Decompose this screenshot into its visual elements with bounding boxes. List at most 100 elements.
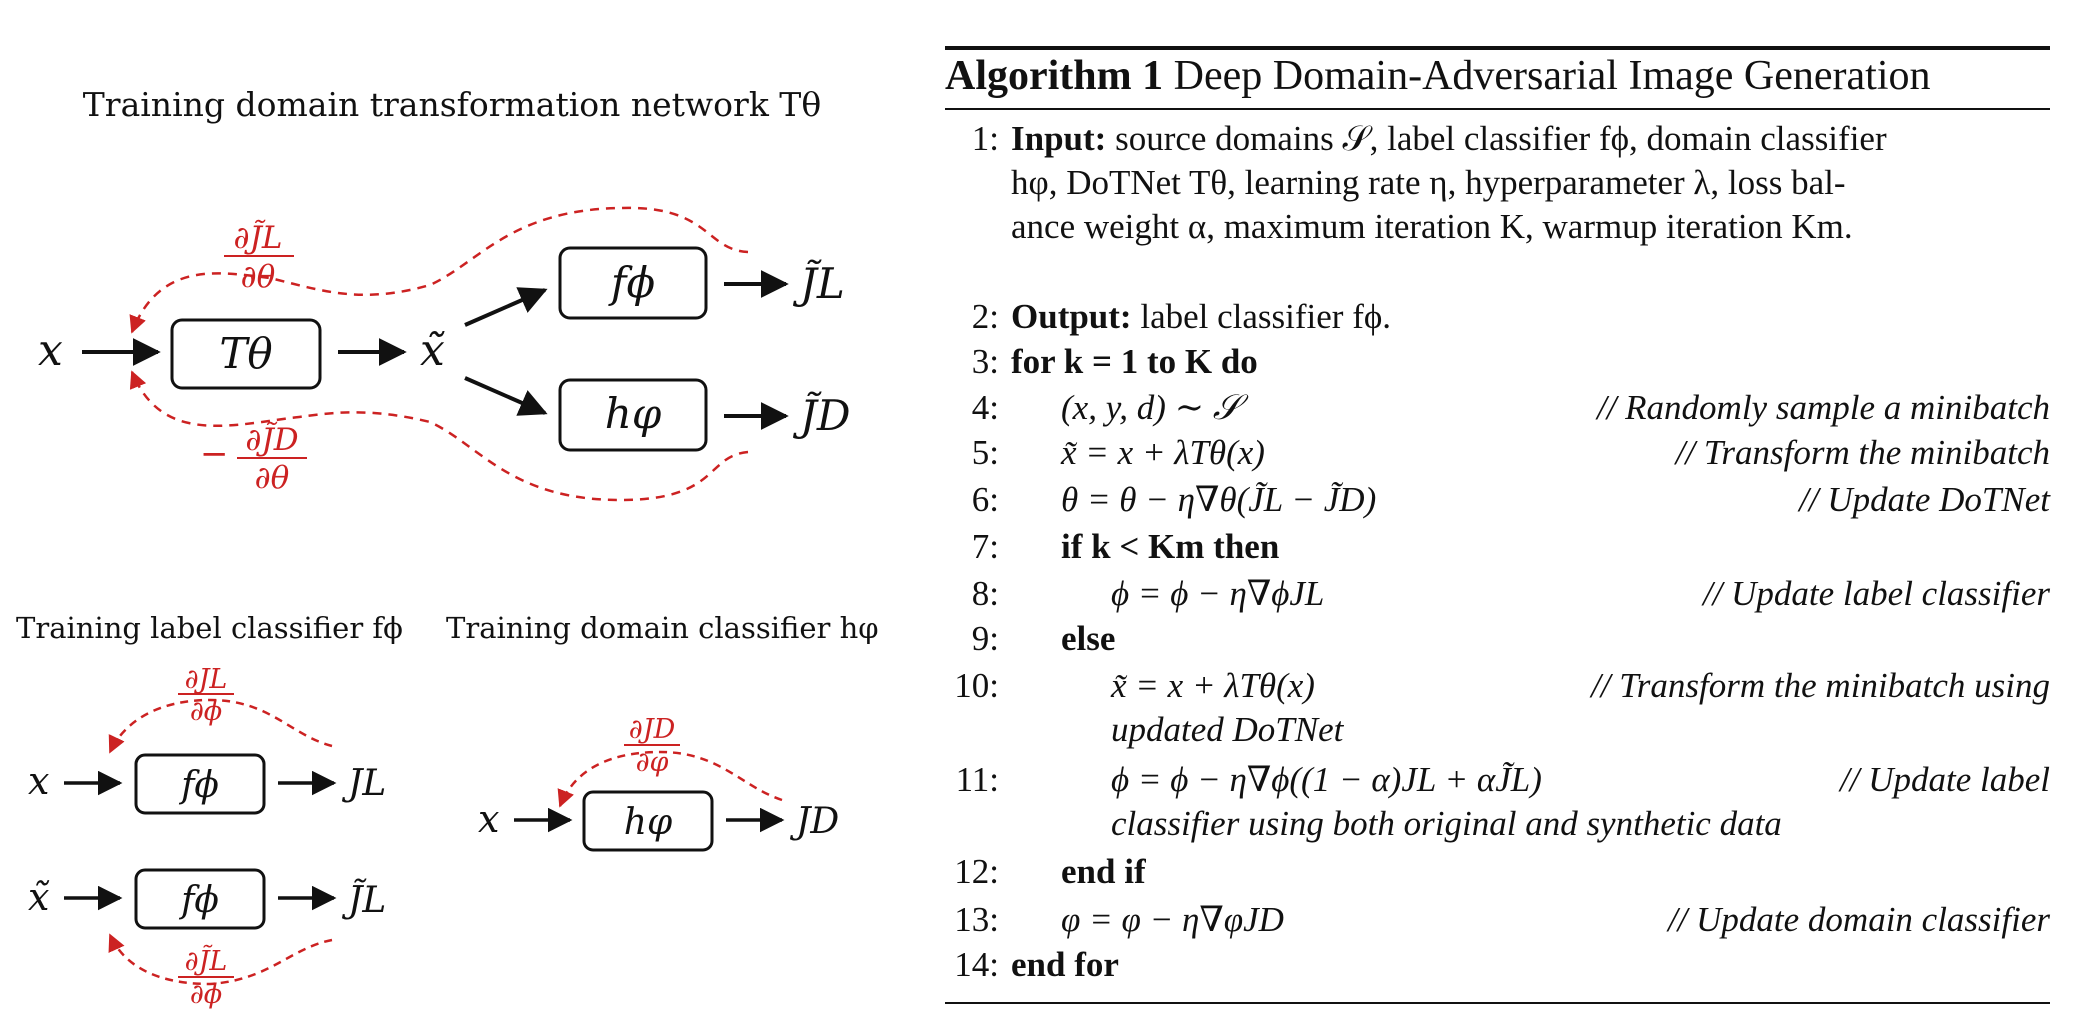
t-theta-box xyxy=(170,318,322,390)
h-varphi-box-br xyxy=(582,790,714,852)
grad-jd-varphi-num: ∂JD xyxy=(629,714,676,745)
x-tilde: x̃ xyxy=(420,325,445,376)
line-text: classifier using both original and synth… xyxy=(1111,804,1782,843)
h-varphi-label-br: hφ xyxy=(624,802,673,843)
line-comment: // Update label classifier xyxy=(1702,574,2050,613)
f-phi-label-bl2: fϕ xyxy=(178,880,219,921)
line-number: 11: xyxy=(955,760,999,799)
f-phi-label-bl1: fϕ xyxy=(178,765,219,806)
line-comment: // Update label xyxy=(1840,760,2050,799)
algorithm-title: Algorithm 1 Deep Domain-Adversarial Imag… xyxy=(945,48,1931,104)
algo-line-11b: classifier using both original and synth… xyxy=(945,802,2050,846)
keyword-output: Output: xyxy=(1011,297,1132,336)
algo-line-2: 2: Output: label classifier fϕ. xyxy=(945,295,2050,339)
keyword-input: Input: xyxy=(1011,119,1107,158)
grad-jd-varphi-den: ∂φ xyxy=(636,747,669,778)
f-phi-box-bl2 xyxy=(134,868,266,930)
line-number: 12: xyxy=(954,852,999,891)
line-text: Output: label classifier fϕ. xyxy=(1011,295,1391,339)
h-varphi-label-top: hφ xyxy=(605,389,662,438)
x-tilde-bl2: x̃ xyxy=(28,875,49,919)
algo-line-1b: hφ, DoTNet Tθ, learning rate η, hyperpar… xyxy=(945,161,2050,205)
line-text: ϕ = ϕ − η∇ϕ((1 − α)JL + αJ̃L) xyxy=(1111,760,1542,799)
algo-line-13: 13: φ = φ − η∇φJD // Update domain class… xyxy=(945,898,2050,942)
line-number: 14: xyxy=(954,945,999,984)
f-phi-box-top xyxy=(558,246,708,320)
algorithm-bottom-rule xyxy=(945,1002,2050,1004)
grad-jl-tilde-theta-den: ∂θ xyxy=(241,259,276,295)
arrow-xtilde-to-f xyxy=(464,287,548,327)
line-number: 8: xyxy=(971,574,999,613)
jd-br: JD xyxy=(789,801,839,842)
line-text: (x, y, d) ∼ 𝒮 xyxy=(1061,388,1240,427)
line-text: if k < Km then xyxy=(1061,527,1280,566)
algo-line-3: 3: for k = 1 to K do xyxy=(945,340,2050,384)
algorithm-title-text: Deep Domain-Adversarial Image Generation xyxy=(1163,53,1931,99)
grad-jd-tilde-theta-sign: − xyxy=(200,434,229,474)
grad-jl-tilde-phi-num: ∂J̃L xyxy=(185,944,228,977)
line-number: 5: xyxy=(971,433,999,472)
jl-tilde-top: J̃L xyxy=(792,258,845,308)
caption-domain-transformation: Training domain transformation network T… xyxy=(83,85,821,124)
input-x-bl1: x xyxy=(28,759,49,803)
input-text: source domains 𝒮, label classifier fϕ, d… xyxy=(1106,119,1887,158)
algo-line-6: 6: θ = θ − η∇θ(J̃L − J̃D) // Update DoTN… xyxy=(945,478,2050,522)
f-phi-label-top: fϕ xyxy=(608,258,655,307)
line-number: 6: xyxy=(971,480,999,519)
f-phi-box-bl1 xyxy=(134,753,266,815)
line-number: 3: xyxy=(971,342,999,381)
algo-line-10b: updated DoTNet xyxy=(945,708,2050,752)
line-text: end if xyxy=(1061,852,1146,891)
line-comment: // Randomly sample a minibatch xyxy=(1596,388,2050,427)
line-text: ϕ = ϕ − η∇ϕJL xyxy=(1111,574,1325,613)
jl-tilde-bl: J̃L xyxy=(341,879,386,921)
grad-jd-tilde-theta-num: ∂J̃D xyxy=(245,421,298,458)
output-text: label classifier fϕ. xyxy=(1131,297,1392,336)
line-text: x̃ = x + λTθ(x) xyxy=(1111,666,1315,705)
line-comment: // Transform the minibatch xyxy=(1675,433,2050,472)
h-varphi-box-top xyxy=(558,378,708,452)
input-x: x xyxy=(38,325,63,376)
line-text: else xyxy=(1061,619,1116,658)
caption-label-classifier: Training label classifier fϕ xyxy=(16,611,403,645)
line-text: updated DoTNet xyxy=(1111,710,1344,749)
line-number: 10: xyxy=(954,666,999,705)
algo-line-12: 12: end if xyxy=(945,850,2050,894)
line-text: x̃ = x + λTθ(x) xyxy=(1061,433,1265,472)
line-comment: // Update domain classifier xyxy=(1667,900,2050,939)
algo-line-9: 9: else xyxy=(945,617,2050,661)
algorithm-top-rule xyxy=(945,46,2050,50)
algo-line-1c: ance weight α, maximum iteration K, warm… xyxy=(945,205,2050,249)
gradient-path-jl-top xyxy=(129,206,749,334)
line-number: 2: xyxy=(971,297,999,336)
jd-tilde-top: J̃D xyxy=(792,390,851,440)
line-text: end for xyxy=(1011,945,1119,984)
algo-line-7: 7: if k < Km then xyxy=(945,525,2050,569)
t-theta-label: Tθ xyxy=(219,329,272,378)
arrow-xtilde-to-h xyxy=(464,376,548,416)
grad-jd-tilde-theta-den: ∂θ xyxy=(255,460,290,496)
gradient-path-jl-tilde-phi xyxy=(108,933,333,986)
line-number: 4: xyxy=(971,388,999,427)
line-text: hφ, DoTNet Tθ, learning rate η, hyperpar… xyxy=(1011,163,1846,202)
line-number: 1: xyxy=(971,119,999,158)
line-text: φ = φ − η∇φJD xyxy=(1061,900,1284,939)
algo-line-14: 14: end for xyxy=(945,943,2050,987)
input-x-br: x xyxy=(478,797,499,841)
algorithm-title-number: Algorithm 1 xyxy=(945,53,1164,99)
gradient-path-jd-varphi xyxy=(557,750,783,808)
algorithm-header-rule xyxy=(945,108,2050,110)
line-comment: // Update DoTNet xyxy=(1799,480,2050,519)
line-number: 9: xyxy=(971,619,999,658)
line-text: ance weight α, maximum iteration K, warm… xyxy=(1011,207,1853,246)
line-comment: // Transform the minibatch using xyxy=(1591,666,2050,705)
grad-jl-tilde-theta-num: ∂J̃L xyxy=(233,219,282,256)
jl-bl: JL xyxy=(341,763,386,804)
algo-line-4: 4: (x, y, d) ∼ 𝒮 // Randomly sample a mi… xyxy=(945,386,2050,430)
line-number: 13: xyxy=(954,900,999,939)
algorithm-block: Algorithm 1 Deep Domain-Adversarial Imag… xyxy=(945,0,2095,1018)
grad-jl-phi-num: ∂JL xyxy=(185,664,228,695)
grad-jl-tilde-phi-den: ∂ϕ xyxy=(190,979,222,1010)
algo-line-1: 1: Input: source domains 𝒮, label classi… xyxy=(945,117,2050,161)
algo-line-5: 5: x̃ = x + λTθ(x) // Transform the mini… xyxy=(945,431,2050,475)
